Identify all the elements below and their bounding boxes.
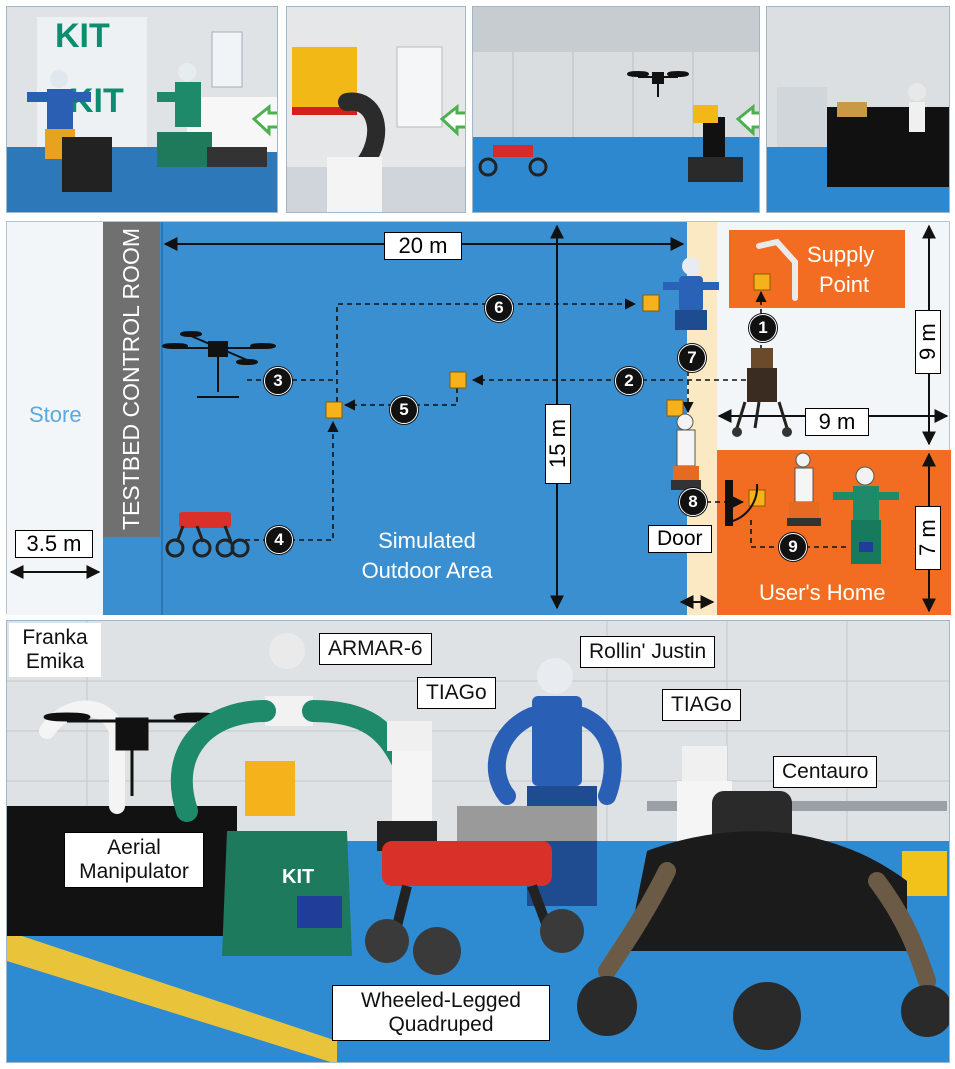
step-badge-3: 3 <box>264 367 292 395</box>
label-franka-line2: Emika <box>25 650 85 673</box>
label-franka-emika: Franka Emika <box>9 623 101 677</box>
dim-width-outdoor: 20 m <box>384 232 462 260</box>
photo-table-scene <box>766 6 950 213</box>
dim-home-height: 7 m <box>915 506 941 570</box>
photo-kit-lab: KIT KIT <box>6 6 278 213</box>
label-centauro: Centauro <box>773 756 878 788</box>
wheeled-quadruped-icon <box>165 512 250 558</box>
step-badge-1: 1 <box>749 314 777 342</box>
label-tiago-1: TIAGo <box>417 677 496 709</box>
robots-group-photo: KIT Franka Emika A <box>6 620 950 1063</box>
step-badge-4: 4 <box>265 526 293 554</box>
label-aerial-line2: Manipulator <box>79 860 189 883</box>
label-quad-line2: Quadruped <box>388 1013 494 1036</box>
step-badge-9: 9 <box>779 533 807 561</box>
step-badge-7: 7 <box>678 344 706 372</box>
parcel-box <box>642 294 660 312</box>
outdoor-area-line2: Outdoor Area <box>361 558 493 583</box>
supply-point-line2: Point <box>819 272 870 297</box>
step-badge-6: 6 <box>485 294 513 322</box>
label-tiago-2: TIAGo <box>662 689 741 721</box>
label-wheeled-legged-quadruped: Wheeled-Legged Quadruped <box>332 985 550 1041</box>
label-franka-line1: Franka <box>22 626 88 649</box>
step-badge-8: 8 <box>679 488 707 516</box>
outdoor-area-line1: Simulated <box>378 528 476 553</box>
rollin-justin-icon <box>663 257 719 330</box>
supply-point-line1: Supply <box>807 242 875 267</box>
door-label: Door <box>648 525 712 553</box>
photo-flight-hall <box>472 6 760 213</box>
parcel-box <box>325 401 343 419</box>
armar-6-icon <box>833 466 899 564</box>
control-room-label: TESTBED CONTROL ROOM <box>118 228 144 531</box>
photo-dhl-parcel <box>286 6 466 213</box>
kit-logo-text: KIT <box>282 866 314 888</box>
testbed-floor-map: TESTBED CONTROL ROOM Store Simulated Out… <box>6 221 951 615</box>
label-rollin-justin: Rollin' Justin <box>580 636 716 668</box>
label-armar-6: ARMAR-6 <box>319 633 432 665</box>
tiago-icon <box>671 413 701 490</box>
label-aerial-line1: Aerial <box>107 836 161 859</box>
tiago-home-icon <box>787 452 821 526</box>
centauro-icon <box>732 348 792 437</box>
dim-store-width: 3.5 m <box>15 530 93 558</box>
store-label: Store <box>29 402 82 427</box>
label-aerial-manipulator: Aerial Manipulator <box>64 832 204 888</box>
kit-logo-text: KIT <box>55 17 110 55</box>
franka-arm-icon <box>756 238 798 301</box>
parcel-box <box>449 371 467 389</box>
dim-supply-width: 9 m <box>805 408 869 436</box>
dim-depth-outdoor: 15 m <box>545 404 571 484</box>
dim-supply-height: 9 m <box>915 310 941 374</box>
aerial-manipulator-icon <box>162 331 276 398</box>
parcel-box <box>666 399 684 417</box>
step-badge-2: 2 <box>615 367 643 395</box>
users-home-label: User's Home <box>759 580 886 605</box>
label-quad-line1: Wheeled-Legged <box>361 989 521 1012</box>
parcel-box <box>753 273 771 291</box>
step-badge-5: 5 <box>390 396 418 424</box>
